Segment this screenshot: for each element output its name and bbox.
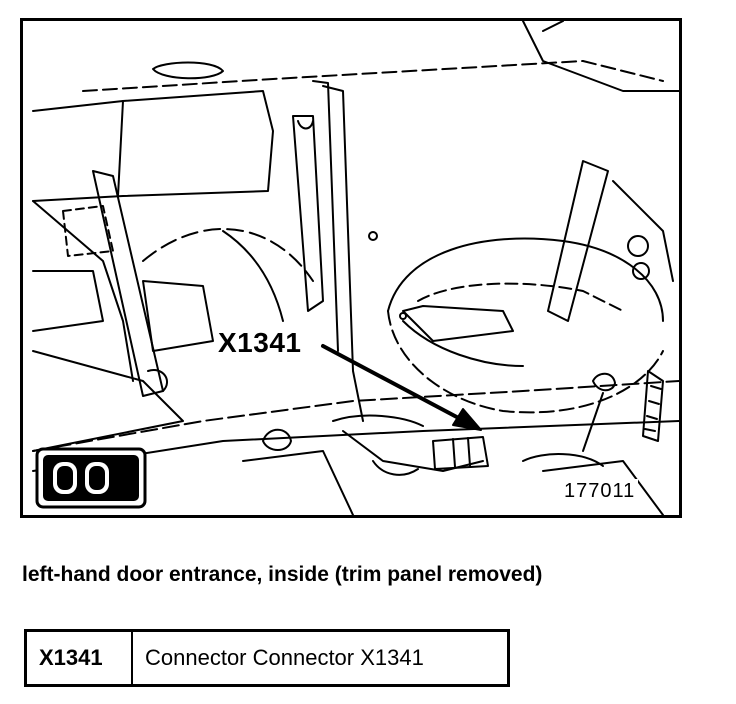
legend-code: X1341 <box>24 629 133 687</box>
figure-caption: left-hand door entrance, inside (trim pa… <box>22 563 543 586</box>
vehicle-interior-illustration <box>32 21 679 515</box>
legend-table: X1341 Connector Connector X1341 <box>24 629 510 687</box>
diagram-figure: X1341 177011 <box>20 18 682 518</box>
callout-arrowhead <box>452 408 482 431</box>
legend-row: X1341 Connector Connector X1341 <box>24 629 510 687</box>
legend-description: Connector Connector X1341 <box>131 629 510 687</box>
figure-number: 177011 <box>561 479 639 503</box>
callout-arrow <box>321 344 470 425</box>
callout-label-x1341: X1341 <box>214 327 306 359</box>
